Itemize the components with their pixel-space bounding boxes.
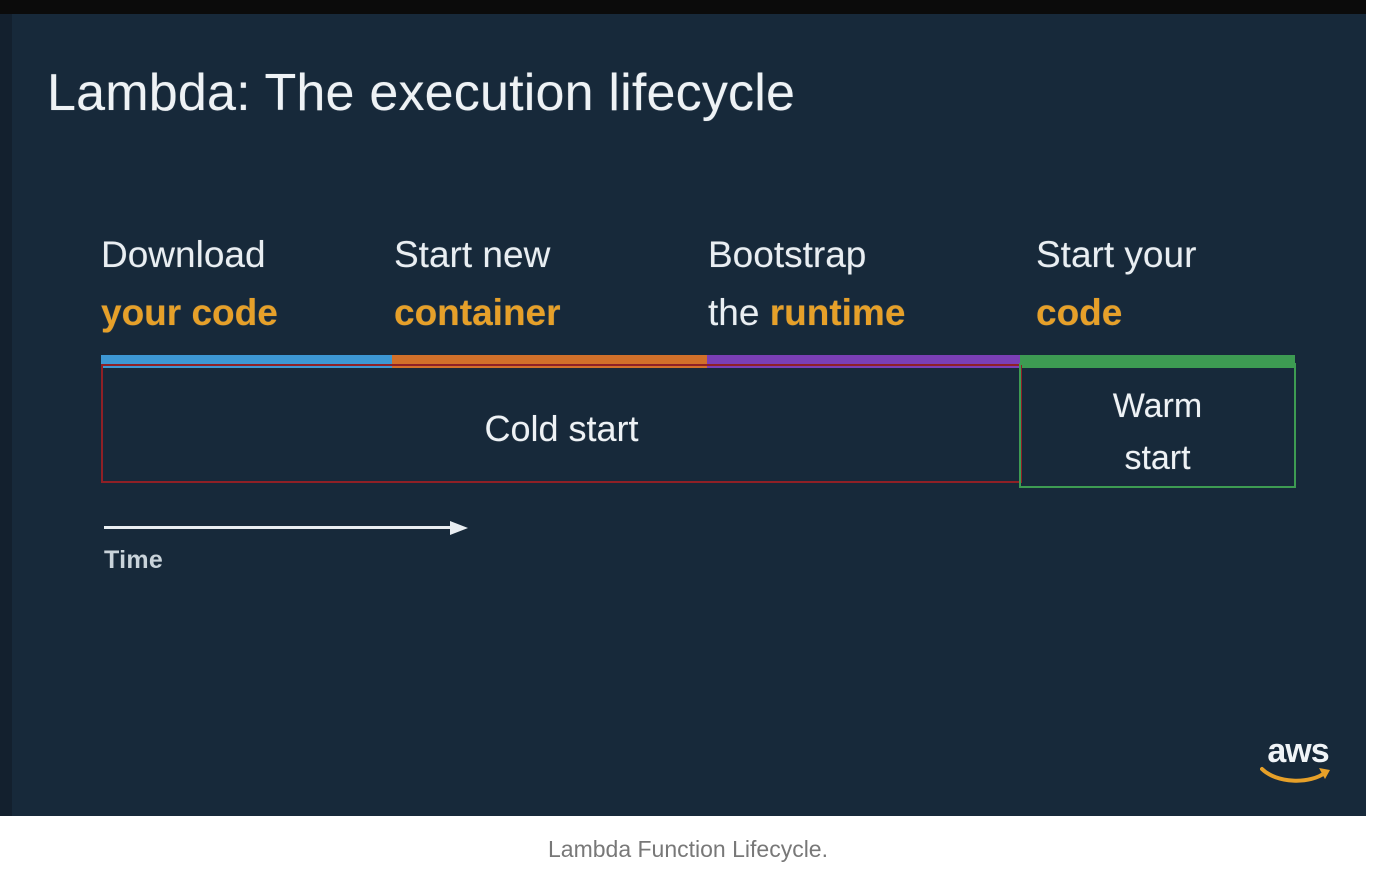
phase-0-line1: Download	[101, 234, 266, 275]
cold-start-box: Cold start	[101, 364, 1022, 483]
slide-left-edge	[0, 14, 12, 816]
aws-wordmark: aws	[1267, 732, 1329, 770]
phase-label-start-new-container: Start new container	[394, 226, 561, 342]
time-arrow-shaft	[104, 526, 452, 529]
phase-3-line1: Start your	[1036, 234, 1197, 275]
phase-1-line2: container	[394, 292, 561, 333]
slide-top-letterbox	[0, 0, 1366, 14]
warm-start-label: Warm start	[1021, 380, 1294, 484]
phase-label-download-your-code: Download your code	[101, 226, 278, 342]
phase-1-line1: Start new	[394, 234, 551, 275]
phase-label-bootstrap-the-runtime: Bootstrap the runtime	[708, 226, 905, 342]
figure-caption: Lambda Function Lifecycle.	[548, 836, 828, 862]
phase-0-line2: your code	[101, 292, 278, 333]
phase-2-line1: Bootstrap	[708, 234, 867, 275]
phase-3-line2: code	[1036, 292, 1123, 333]
phase-label-group: Download your code Start new container B…	[101, 226, 1301, 346]
aws-smile-icon	[1260, 767, 1330, 783]
aws-logo: aws	[1258, 734, 1338, 788]
phase-label-start-your-code: Start your code	[1036, 226, 1196, 342]
time-arrow-icon	[104, 521, 468, 535]
cold-start-label: Cold start	[484, 408, 639, 449]
presentation-slide: Lambda: The execution lifecycle Download…	[0, 0, 1366, 816]
phase-2-line2-prefix: the	[708, 292, 770, 333]
phase-2-line2: runtime	[769, 292, 906, 333]
time-arrow-head	[450, 521, 468, 535]
warm-start-box: Warm start	[1019, 363, 1296, 488]
warm-start-label-line1: Warm	[1112, 387, 1203, 425]
time-axis-label: Time	[104, 546, 164, 574]
warm-start-label-line2: start	[1124, 439, 1191, 477]
page-title: Lambda: The execution lifecycle	[47, 64, 796, 122]
